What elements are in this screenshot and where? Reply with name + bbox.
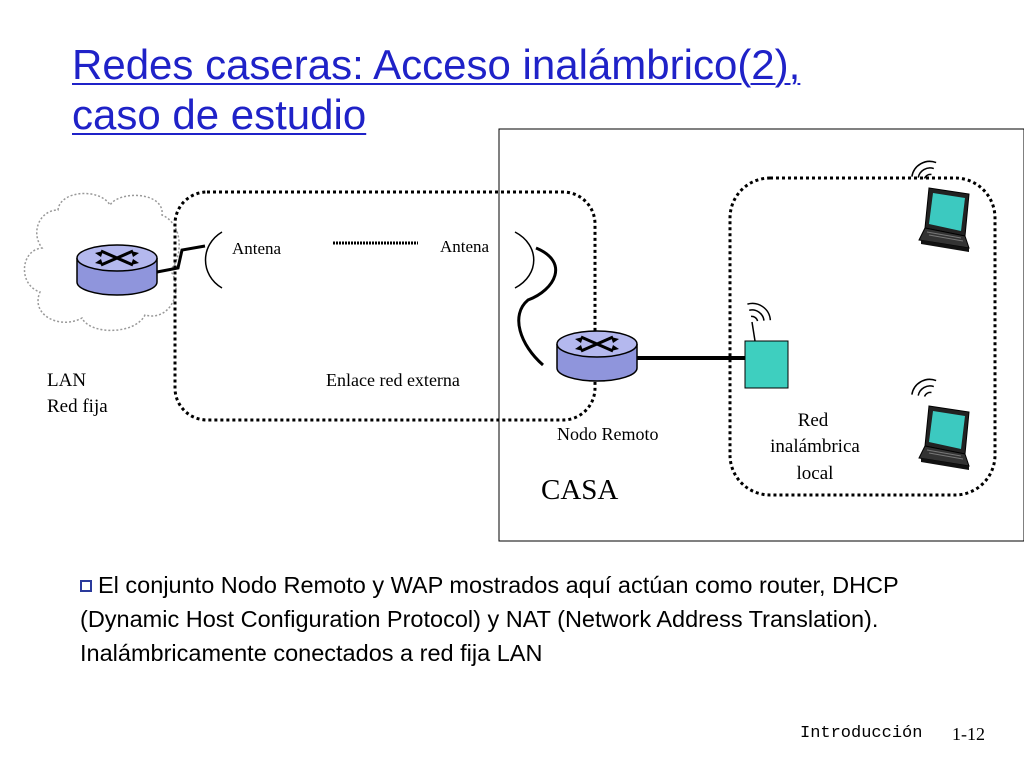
remote-node-label: Nodo Remoto bbox=[557, 424, 659, 444]
antenna-router-cable bbox=[517, 246, 558, 367]
wlan-label-line1: Red bbox=[798, 410, 829, 431]
slide-title-line2: caso de estudio bbox=[72, 91, 367, 138]
wlan-label-line3: local bbox=[797, 463, 834, 484]
antenna-right-label: Antena bbox=[440, 237, 490, 256]
right-antenna-icon bbox=[514, 231, 535, 289]
wlan-box bbox=[728, 176, 997, 497]
lan-label-line1: LAN bbox=[47, 370, 86, 391]
left-antenna-icon bbox=[204, 231, 223, 289]
lan-antenna-cable bbox=[156, 244, 206, 274]
house-box bbox=[498, 128, 1024, 542]
remote-node-router-icon bbox=[555, 329, 639, 383]
lan-router-icon bbox=[75, 243, 159, 297]
footer-page-number: 1-12 bbox=[952, 724, 985, 744]
external-link-box bbox=[173, 190, 597, 422]
checkbox-bullet-icon bbox=[80, 580, 92, 592]
laptop-wave-icon bbox=[907, 374, 941, 403]
lan-label-line2: Red fija bbox=[47, 396, 108, 417]
footer-section: Introducción bbox=[800, 724, 923, 743]
wlan-label-line2: inalámbrica bbox=[770, 436, 860, 457]
antenna-left-label: Antena bbox=[232, 239, 282, 258]
laptop-icon bbox=[918, 405, 970, 471]
bullet-text: El conjunto Nodo Remoto y WAP mostrados … bbox=[80, 572, 899, 666]
bullet-paragraph: El conjunto Nodo Remoto y WAP mostrados … bbox=[80, 568, 980, 670]
external-link-label: Enlace red externa bbox=[326, 370, 460, 390]
laptop-icon bbox=[918, 187, 970, 253]
access-point-wave-icon bbox=[742, 297, 775, 328]
house-label: CASA bbox=[541, 474, 618, 506]
access-point-icon bbox=[744, 340, 789, 389]
slide-title: Redes caseras: Acceso inalámbrico(2), ca… bbox=[72, 40, 972, 140]
slide-title-line1: Redes caseras: Acceso inalámbrico(2), bbox=[72, 41, 801, 88]
laptop-wave-icon bbox=[907, 156, 941, 185]
